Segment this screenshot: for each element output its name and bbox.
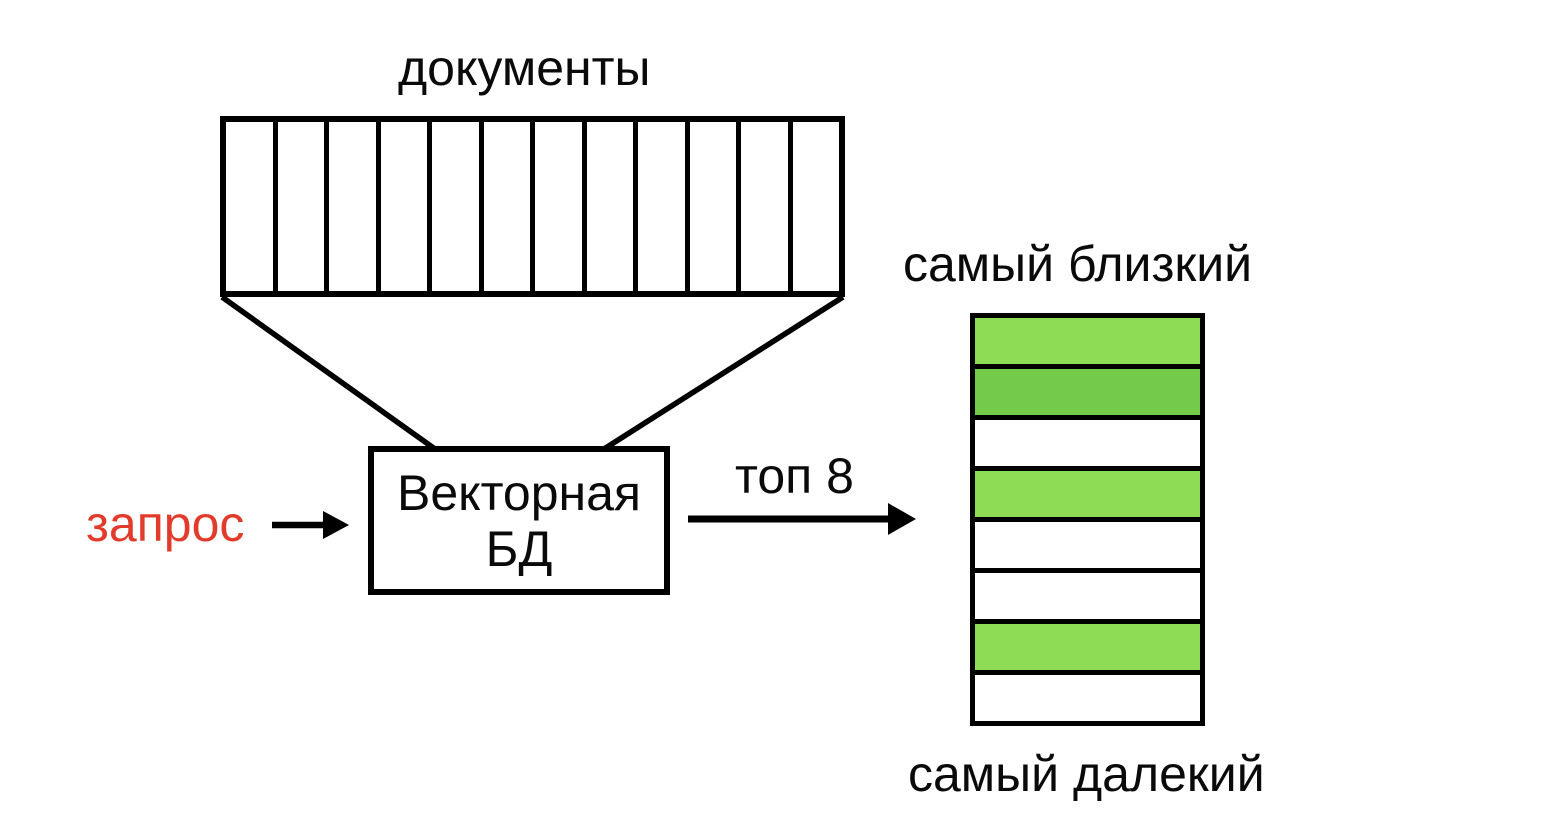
result-row-3 [970, 415, 1205, 471]
farthest-label: самый далекий [908, 746, 1265, 802]
document-cell [535, 122, 587, 291]
result-row-4 [970, 466, 1205, 522]
result-row-7 [970, 619, 1205, 675]
document-cell [226, 122, 278, 291]
query-label: запрос [86, 496, 245, 552]
document-cell [483, 122, 535, 291]
documents-label: документы [398, 40, 651, 96]
document-cell [277, 122, 329, 291]
result-stack [970, 313, 1205, 726]
result-row-6 [970, 568, 1205, 624]
funnel-right-line [602, 294, 845, 452]
documents-strip [220, 116, 845, 297]
result-row-8 [970, 670, 1205, 726]
result-row-2 [970, 364, 1205, 420]
document-cell [380, 122, 432, 291]
vector-db-label-line2: БД [485, 520, 553, 577]
document-cell [432, 122, 484, 291]
funnel-left-line [220, 294, 437, 452]
document-cell [586, 122, 638, 291]
vector-db-box: Векторная БД [368, 446, 670, 595]
document-cell [792, 122, 839, 291]
vector-db-label-line1: Векторная [396, 464, 642, 521]
query-arrow-head-icon [323, 511, 349, 539]
document-cell [689, 122, 741, 291]
document-cell [329, 122, 381, 291]
document-cell [638, 122, 690, 291]
top8-label: топ 8 [735, 448, 854, 504]
document-cell [741, 122, 793, 291]
result-row-1 [970, 313, 1205, 369]
closest-label: самый близкий [903, 236, 1253, 292]
result-row-5 [970, 517, 1205, 573]
top8-arrow-head-icon [888, 503, 916, 535]
